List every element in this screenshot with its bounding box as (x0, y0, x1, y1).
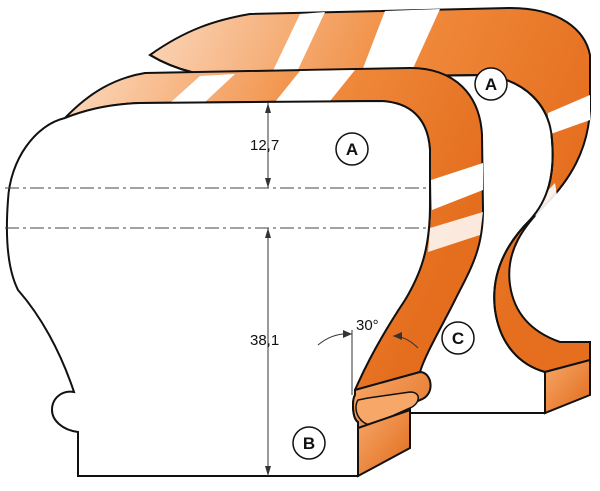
badge-b: B (292, 426, 326, 460)
svg-text:A: A (485, 75, 497, 94)
badge-c: C (441, 321, 475, 355)
svg-text:A: A (346, 140, 358, 159)
back-profile (148, 6, 591, 415)
angle-arrow-left (343, 330, 352, 338)
dim-main-arrow-down (265, 466, 271, 476)
back-stripe-2 (360, 9, 440, 76)
badge-a-back: A (474, 67, 508, 101)
front-profile-face (5, 99, 431, 477)
angle-arrow-right (393, 332, 402, 340)
front-stripe-1 (170, 74, 235, 103)
dim-main-label: 38,1 (250, 332, 279, 349)
back-stripe-3 (548, 95, 590, 135)
dim-top-arrow-down (265, 178, 271, 188)
back-stripe-1 (270, 12, 325, 77)
front-stripe-2 (275, 70, 355, 102)
svg-text:B: B (303, 434, 315, 453)
angle-label: 30° (356, 317, 379, 334)
dimension-lines (265, 103, 419, 476)
svg-text:C: C (452, 329, 464, 348)
dim-top-label: 12,7 (250, 137, 279, 154)
front-profile (5, 66, 485, 478)
dim-top-arrow-up (265, 103, 271, 113)
front-base-side (357, 408, 411, 478)
front-bead-roll (355, 391, 419, 426)
front-stripe-4 (428, 212, 483, 252)
badge-a-front: A (335, 132, 369, 166)
dim-main-arrow-up (265, 228, 271, 238)
front-stripe-3 (431, 163, 483, 210)
back-stripe-4 (534, 183, 560, 232)
